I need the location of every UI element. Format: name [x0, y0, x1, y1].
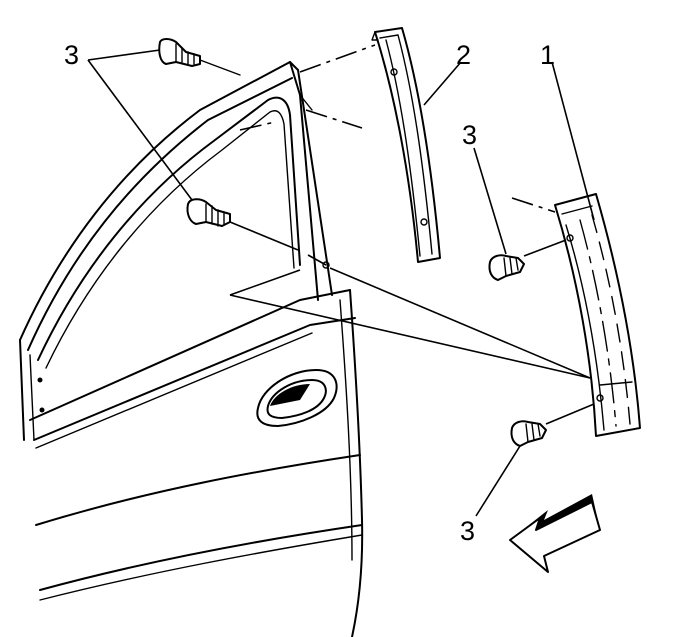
screw-mid-right: [488, 254, 525, 281]
callout-1: 1: [540, 40, 555, 70]
screw-mid-left: [186, 198, 231, 227]
screw-top: [158, 38, 241, 76]
alignment-lines: [229, 44, 595, 425]
callout-2: 2: [456, 40, 471, 70]
callout-leaders: [87, 49, 595, 517]
door-handle: [256, 369, 338, 427]
screw-bottom: [510, 420, 547, 447]
callout-3-mid: 3: [462, 120, 477, 150]
door-frame: [19, 61, 333, 441]
molding-large: [554, 193, 641, 437]
door-body: [29, 289, 364, 637]
callout-3-top: 3: [64, 40, 79, 70]
front-direction-arrow-icon: [509, 494, 601, 573]
molding-small: [371, 27, 441, 263]
callout-3-bottom: 3: [460, 516, 475, 546]
